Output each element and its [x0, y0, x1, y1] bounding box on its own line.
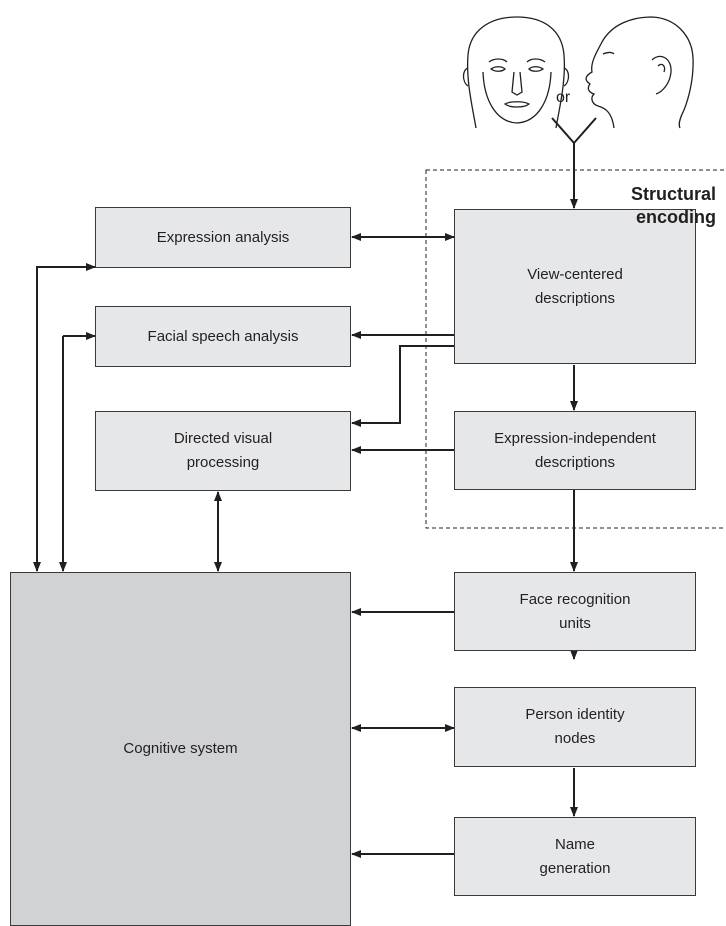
cognitive-system-label: Cognitive system	[123, 740, 238, 757]
name-generation-label: Name generation	[539, 835, 611, 877]
directed-visual-processing-box: Directed visual processing	[95, 411, 351, 491]
frontal-face-drawing	[462, 16, 570, 129]
view-centered-descriptions-box: View-centered descriptions	[454, 209, 696, 364]
person-identity-nodes-label: Person identity nodes	[525, 706, 625, 747]
connections	[33, 143, 578, 858]
expression-independent-descriptions-label: Expression-independent descriptions	[494, 429, 656, 471]
expression-independent-descriptions-box: Expression-independent descriptions	[454, 411, 696, 490]
input-fork	[551, 117, 597, 144]
structural-encoding-label: Structural encoding	[630, 184, 716, 227]
name-generation-box: Name generation	[454, 817, 696, 896]
cognitive-system-box: Cognitive system	[10, 572, 351, 926]
person-identity-nodes-box: Person identity nodes	[454, 687, 696, 767]
expression-analysis-label: Expression analysis	[156, 228, 290, 246]
structural-encoding-region	[425, 169, 726, 529]
facial-speech-analysis-box: Facial speech analysis	[95, 306, 351, 367]
view-centered-descriptions-label: View-centered descriptions	[527, 265, 623, 307]
facial-speech-analysis-label: Facial speech analysis	[147, 327, 299, 345]
profile-face-drawing	[585, 16, 694, 129]
face-recognition-units-box: Face recognition units	[454, 572, 696, 651]
face-recognition-units-label: Face recognition units	[519, 590, 631, 632]
expression-analysis-box: Expression analysis	[95, 207, 351, 268]
or-label: or	[556, 89, 571, 106]
directed-visual-processing-label: Directed visual processing	[173, 430, 273, 471]
